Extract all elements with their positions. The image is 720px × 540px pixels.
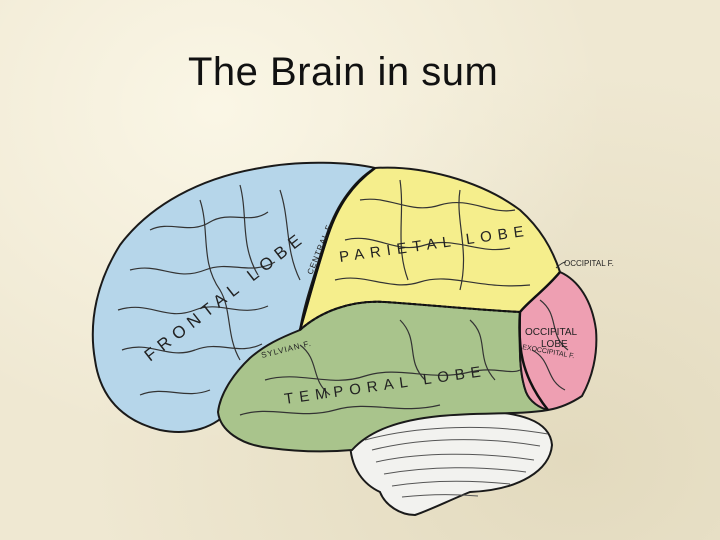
central-fissure-line: [298, 166, 376, 331]
gyri-lines: [117, 179, 569, 416]
cerebellum-folds: [364, 426, 549, 498]
label-occipital-lobe-line2: LOBE: [541, 339, 568, 350]
occipital-fissure-pointer: [555, 261, 567, 269]
frontal-lobe: [91, 161, 378, 433]
label-occipital-fissure: OCCIPITAL F.: [564, 259, 614, 268]
label-occipital-lobe-line1: OCCIPITAL: [525, 327, 577, 338]
slide-title: The Brain in sum: [188, 50, 499, 94]
occipital-fissure-line: [518, 271, 561, 411]
sylvian-fissure-line: [299, 300, 521, 331]
